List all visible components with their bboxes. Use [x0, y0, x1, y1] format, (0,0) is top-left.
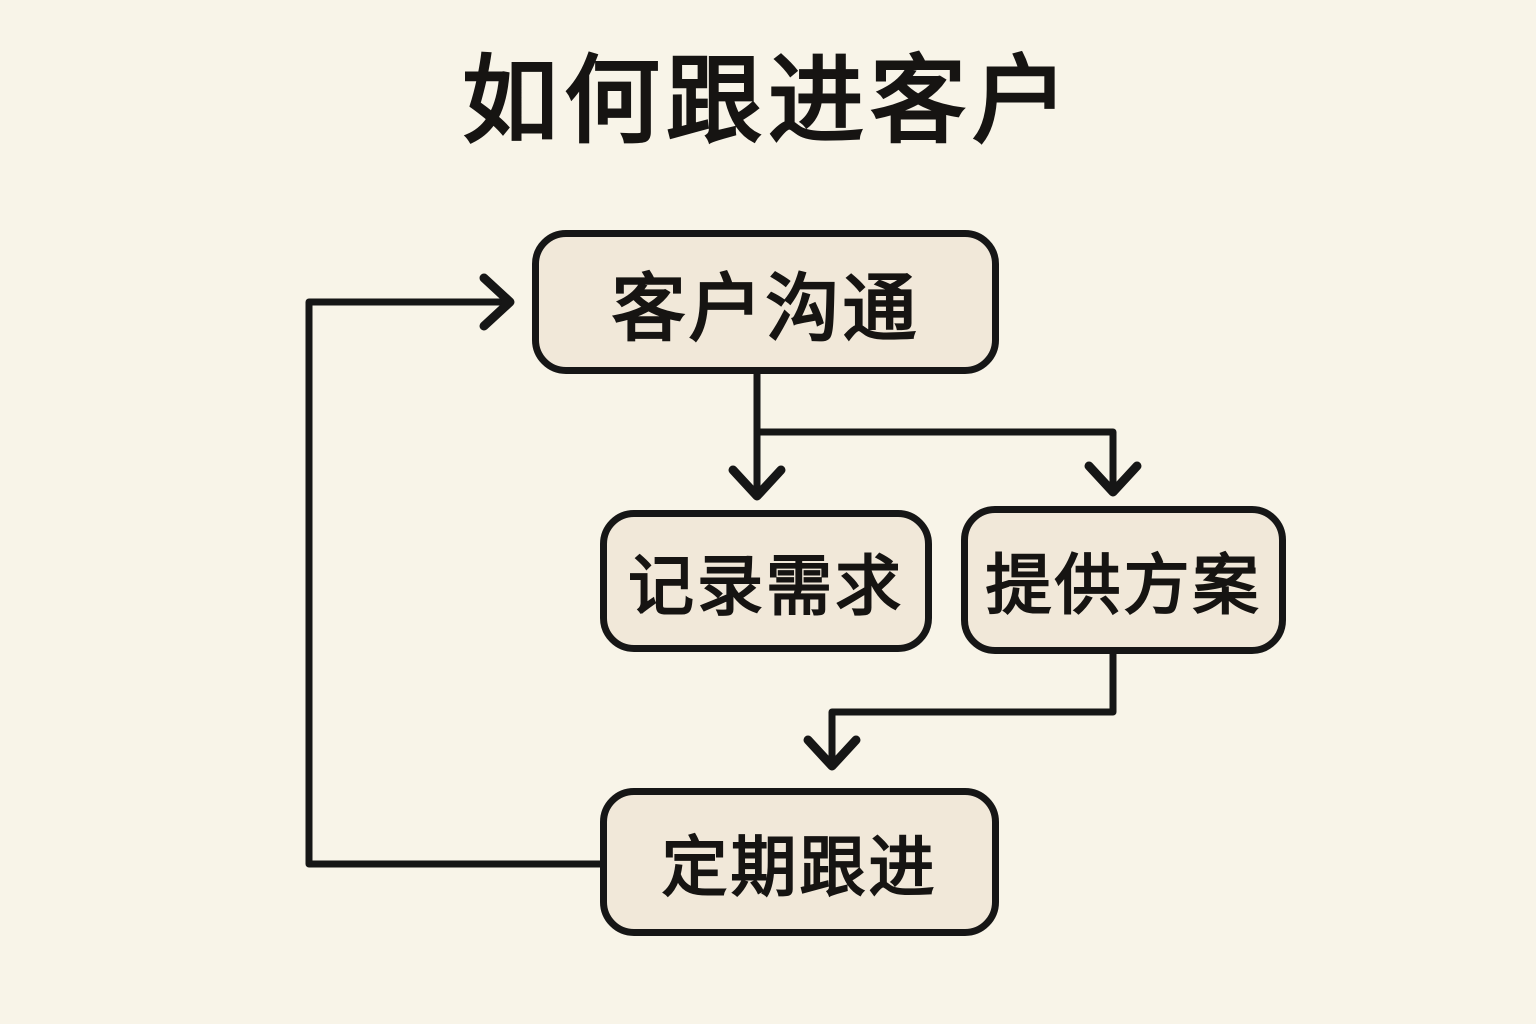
node-provide-solution-label: 提供方案 — [985, 548, 1262, 622]
node-regular-followup: 定期跟进 — [600, 788, 999, 936]
node-customer-communication-label: 客户沟通 — [611, 266, 920, 350]
arrowhead-to-followup — [803, 735, 861, 771]
arrowhead-to-communicate — [479, 273, 515, 331]
node-record-requirements: 记录需求 — [600, 510, 932, 652]
edge-propose-to-followup — [828, 650, 1117, 768]
node-record-requirements-label: 记录需求 — [628, 549, 904, 623]
arrowhead-to-propose — [1084, 461, 1142, 497]
node-regular-followup-label: 定期跟进 — [661, 830, 938, 904]
page-title: 如何跟进客户 — [462, 48, 1074, 155]
arrowhead-to-record — [728, 465, 786, 501]
edge-followup-to-communicate — [305, 298, 604, 868]
node-provide-solution: 提供方案 — [961, 506, 1286, 654]
edge-communicate-to-propose — [753, 428, 1117, 494]
node-customer-communication: 客户沟通 — [532, 230, 999, 374]
